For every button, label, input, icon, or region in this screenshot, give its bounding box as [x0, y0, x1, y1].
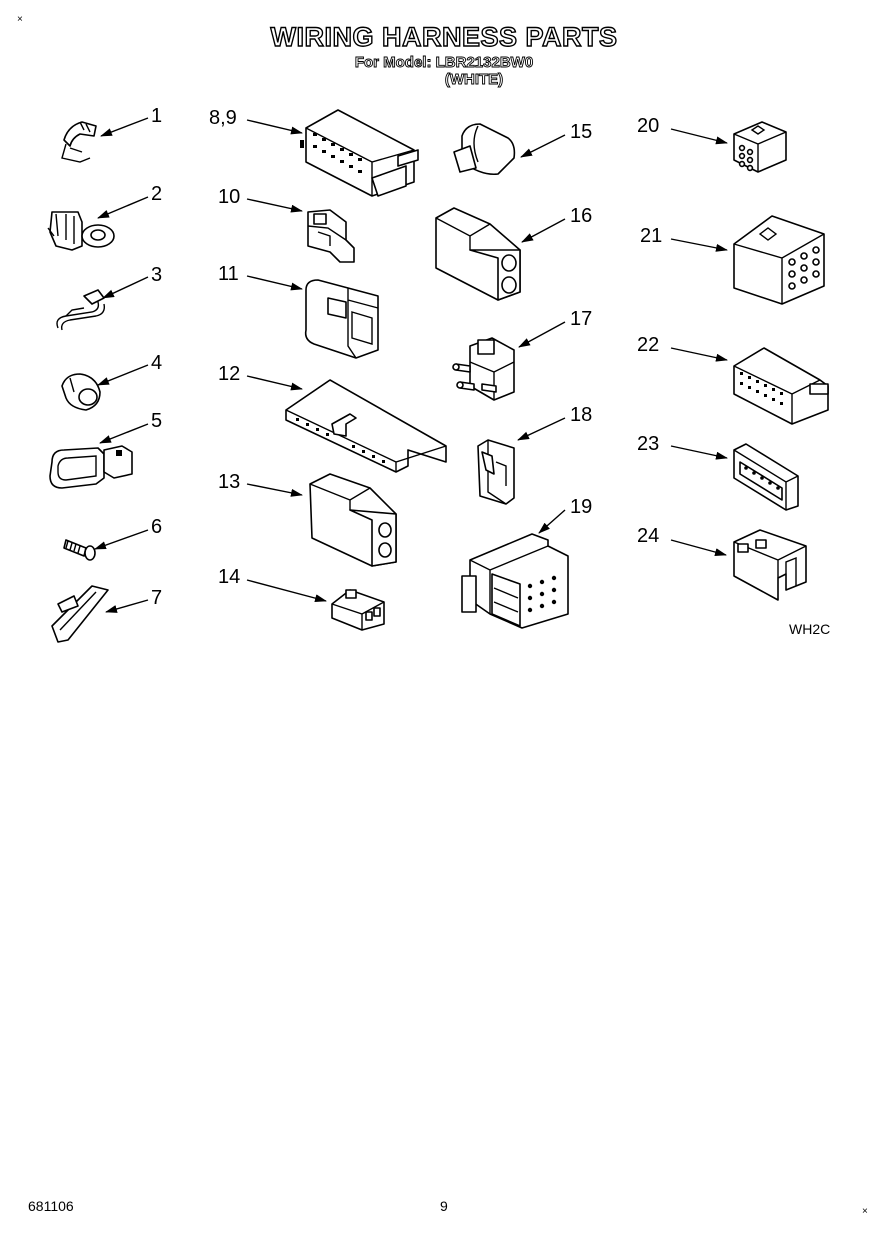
label-part-5: 5	[151, 410, 163, 432]
label-part-8-9: 8,9	[209, 107, 237, 129]
label-part-1: 1	[151, 105, 163, 127]
part-3-wire-clip	[56, 289, 106, 331]
part-14-small-connector	[331, 589, 385, 631]
arrow-15	[520, 134, 566, 158]
arrow-3	[102, 276, 149, 299]
arrow-8-9	[246, 119, 303, 135]
part-5-clamp	[49, 445, 133, 489]
label-part-18: 18	[570, 404, 593, 426]
corner-mark-bottom-right: ×	[862, 1206, 868, 1217]
label-part-6: 6	[151, 516, 163, 538]
arrow-18	[517, 417, 566, 441]
color-line: (WHITE)	[444, 71, 504, 89]
arrow-16	[521, 218, 566, 243]
arrow-21	[670, 238, 728, 252]
part-6-screw	[63, 539, 96, 561]
arrow-17	[518, 321, 566, 348]
corner-mark-top-left: ×	[17, 14, 23, 25]
part-18-terminal	[477, 439, 515, 505]
arrow-22	[670, 347, 728, 362]
arrow-20	[670, 128, 728, 145]
arrow-14	[246, 579, 327, 603]
part-15-sleeve	[453, 123, 516, 176]
diagram-code: WH2C	[789, 621, 831, 637]
part-10-connector	[307, 209, 355, 263]
model-line: For Model: LBR2132BW0	[354, 54, 534, 72]
part-20-cube-connector	[733, 121, 787, 173]
page-title: WIRING HARNESS PARTS	[270, 21, 618, 52]
part-4-grommet	[61, 373, 101, 411]
label-part-13: 13	[218, 471, 241, 493]
part-21-cube-connector	[733, 215, 825, 305]
part-2-ring-clip	[47, 211, 115, 251]
page-number: 9	[440, 1198, 448, 1214]
label-part-20: 20	[637, 115, 660, 137]
label-part-11: 11	[218, 263, 239, 285]
label-part-7: 7	[151, 587, 163, 609]
label-part-10: 10	[218, 186, 241, 208]
doc-number: 681106	[28, 1198, 74, 1214]
label-part-16: 16	[570, 205, 593, 227]
part-12-strip	[285, 379, 447, 473]
arrow-19	[538, 509, 566, 534]
arrow-11	[246, 275, 303, 291]
arrow-12	[246, 375, 303, 391]
part-8-9-connector	[300, 109, 419, 197]
part-1-clip	[61, 121, 97, 163]
label-part-14: 14	[218, 566, 241, 588]
part-22-multi-pin	[733, 347, 829, 425]
arrow-13	[246, 483, 303, 497]
arrow-6	[94, 529, 149, 550]
arrow-24	[670, 539, 727, 556]
label-part-12: 12	[218, 363, 241, 385]
part-17-connector	[452, 337, 515, 401]
arrow-23	[670, 445, 728, 460]
part-16-housing	[435, 207, 521, 301]
label-part-17: 17	[570, 308, 593, 330]
part-23-d-connector	[733, 443, 799, 511]
part-19-connector-block	[461, 533, 569, 629]
arrow-7	[105, 599, 149, 613]
part-13-housing	[309, 473, 397, 567]
label-part-4: 4	[151, 352, 163, 374]
part-7-strap	[51, 585, 109, 643]
arrow-4	[97, 364, 149, 386]
arrow-5	[99, 423, 149, 444]
label-part-19: 19	[570, 496, 593, 518]
label-part-24: 24	[637, 525, 660, 547]
part-11-housing	[304, 279, 379, 359]
arrow-2	[97, 196, 149, 219]
arrow-1	[100, 117, 149, 137]
label-part-23: 23	[637, 433, 660, 455]
arrow-10	[246, 198, 303, 213]
label-part-15: 15	[570, 121, 593, 143]
part-24-block-connector	[733, 529, 807, 601]
label-part-22: 22	[637, 334, 660, 356]
label-part-21: 21	[640, 225, 663, 247]
label-part-3: 3	[151, 264, 163, 286]
label-part-2: 2	[151, 183, 163, 205]
